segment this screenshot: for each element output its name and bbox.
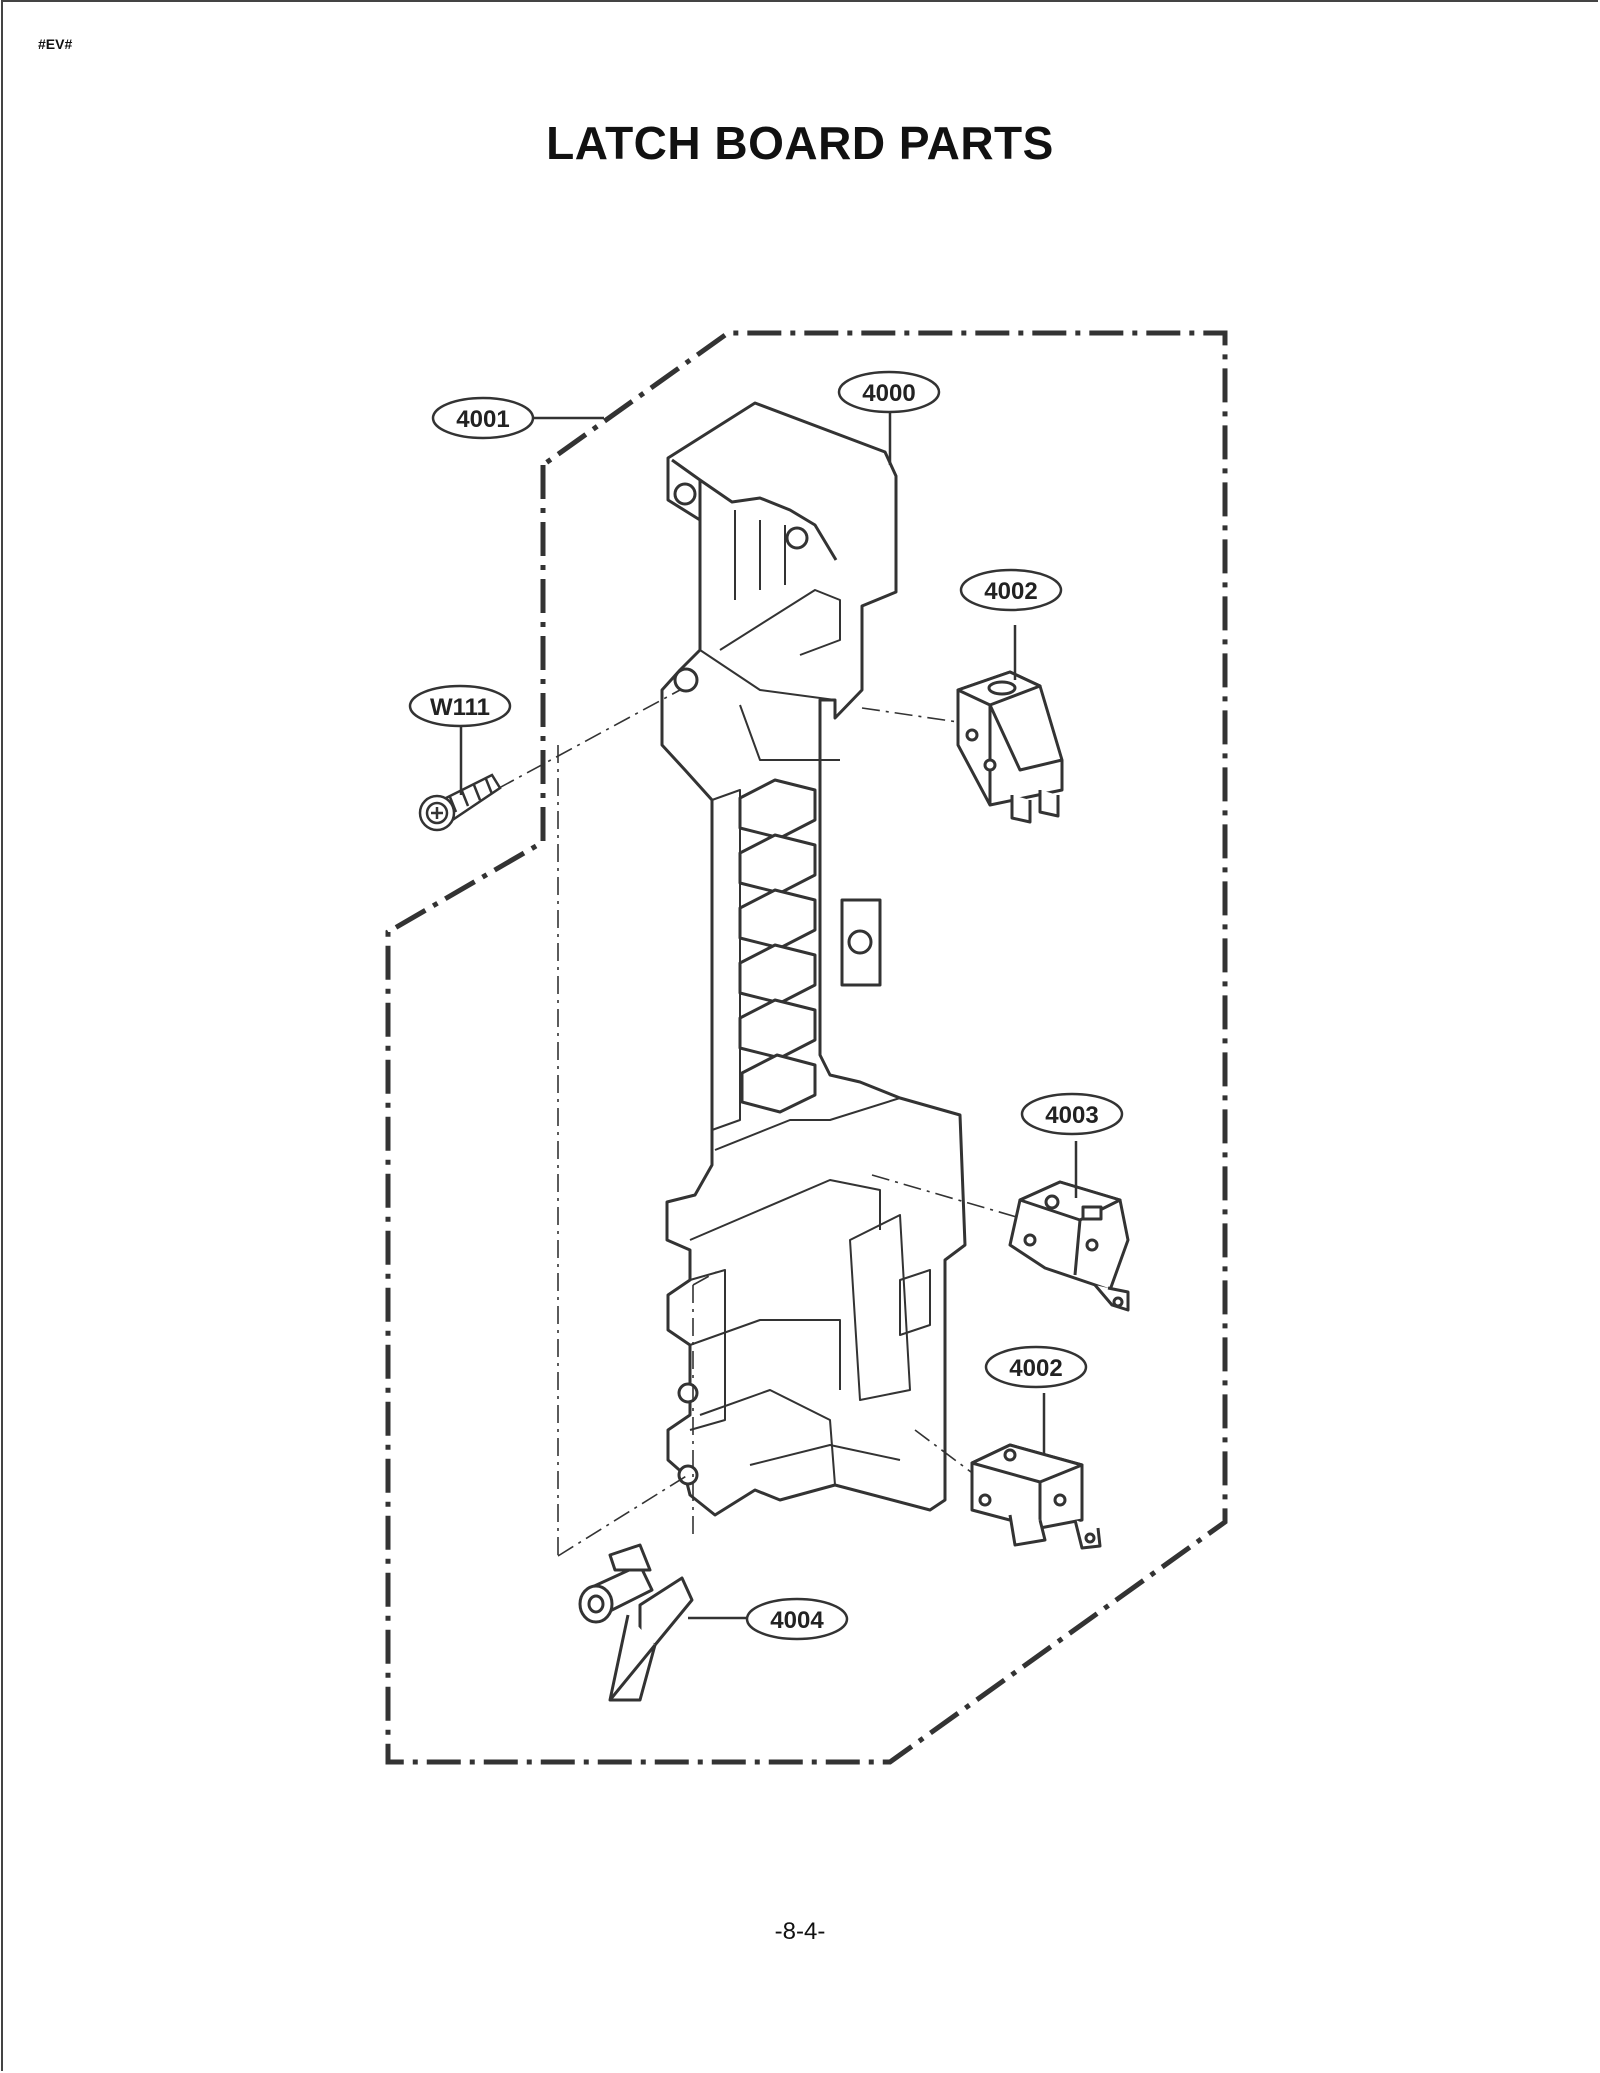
callout-label-4004: 4004: [770, 1607, 824, 1634]
assembly-boundary: [385, 330, 1228, 1765]
callout-label-4000: 4000: [862, 380, 915, 407]
lever-4004: [578, 1543, 694, 1702]
screw-w111: [418, 773, 502, 832]
callout-4000: 4000: [837, 370, 941, 414]
document-tag: #EV#: [38, 36, 73, 52]
page-number: -8-4-: [774, 1918, 826, 1945]
micro-switch-4002-lower: [970, 1443, 1102, 1550]
callout-4003: 4003: [1020, 1092, 1124, 1136]
callout-4004: 4004: [745, 1597, 849, 1641]
leader-lines: [459, 412, 1078, 1620]
callout-label-4002-upper: 4002: [984, 578, 1037, 605]
callout-w111: W111: [408, 684, 512, 728]
latch-board-ribs: [738, 778, 817, 1114]
micro-switch-4003: [1008, 1180, 1130, 1312]
callout-label-w111: W111: [430, 694, 490, 721]
micro-switch-4002-upper: [956, 670, 1064, 824]
page-title: LATCH BOARD PARTS: [546, 117, 1054, 169]
callout-4001: 4001: [431, 396, 535, 440]
callout-label-4002-lower: 4002: [1009, 1355, 1062, 1382]
callout-label-4001: 4001: [456, 406, 509, 433]
callout-4002-lower: 4002: [984, 1345, 1088, 1389]
callout-4002-upper: 4002: [959, 568, 1063, 612]
callout-label-4003: 4003: [1045, 1102, 1098, 1129]
